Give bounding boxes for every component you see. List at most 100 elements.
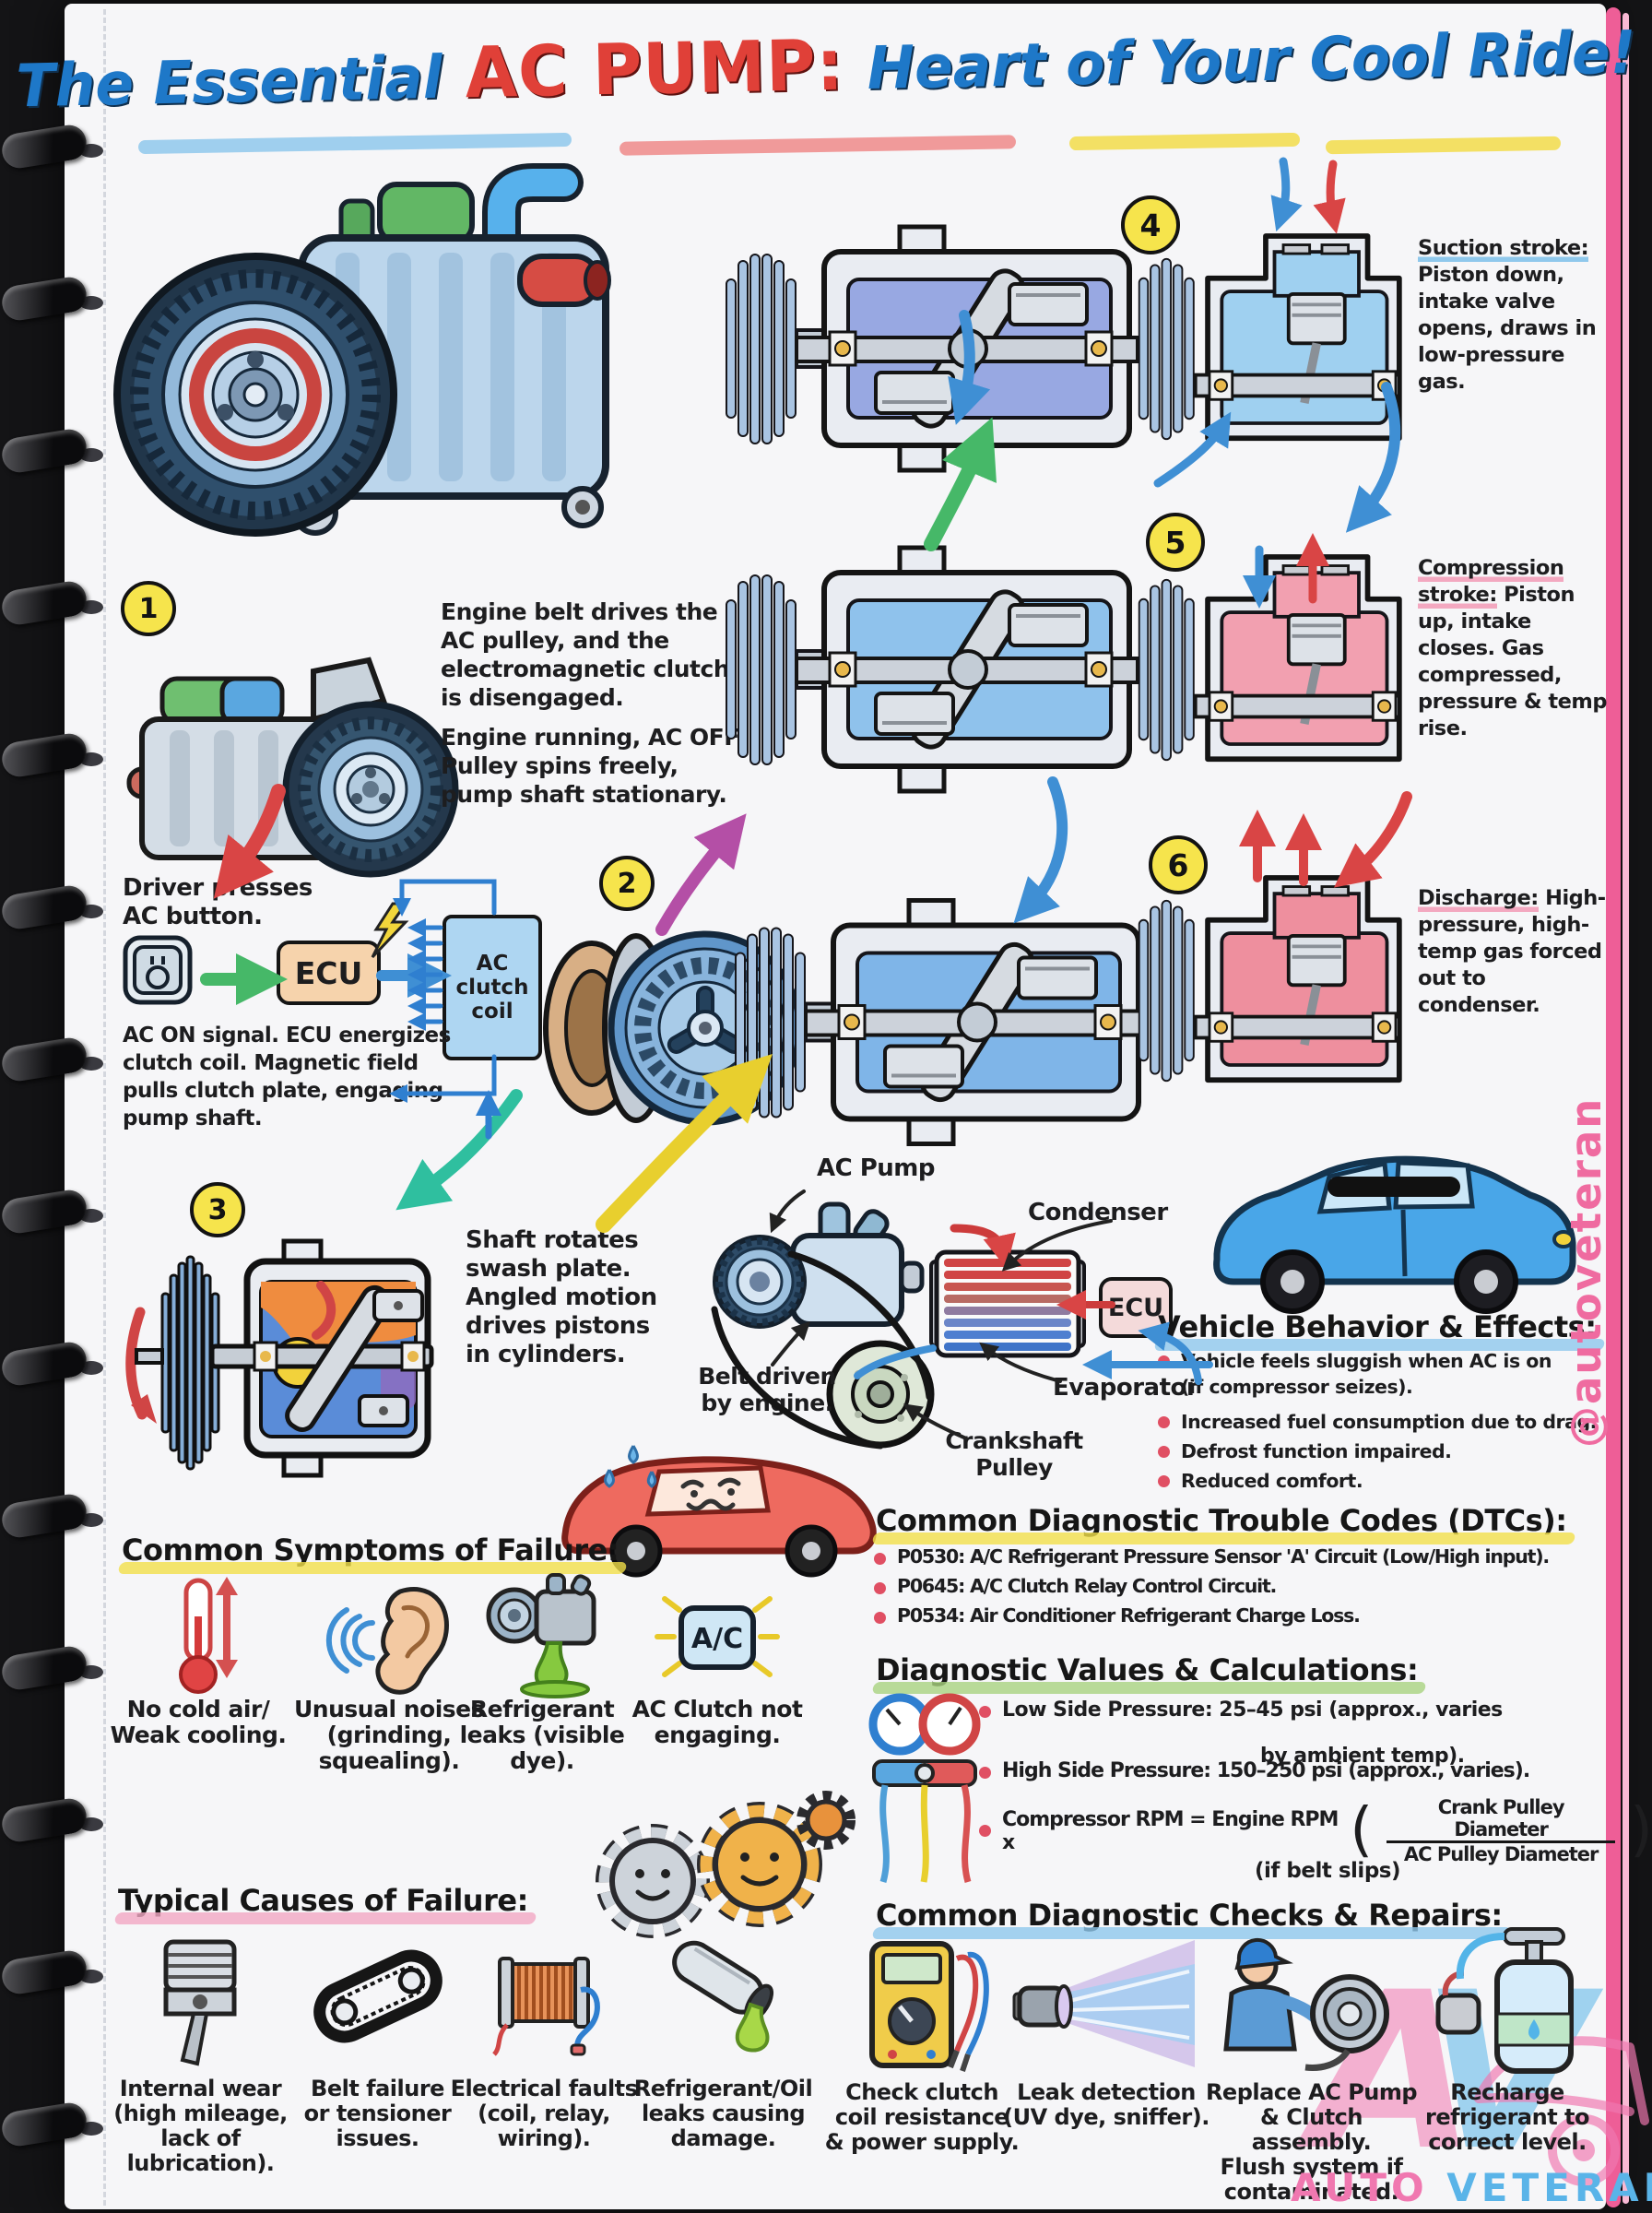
ear-noise-icon	[325, 1587, 449, 1695]
value-item-high: High Side Pressure: 150–250 psi (approx.…	[979, 1759, 1530, 1782]
title-highlight: AC PUMP:	[464, 23, 845, 114]
schematic-condenser-label: Condenser	[1028, 1199, 1168, 1226]
title-tail: Heart of Your Cool Ride!	[866, 18, 1637, 104]
step6-body: High-pressure, high-temp gas forced out …	[1418, 886, 1606, 1017]
step6-title: Discharge:	[1418, 886, 1539, 912]
psec-discharge-illustration	[1134, 856, 1415, 1125]
behavior-item: Increased fuel consumption due to drag.	[1158, 1409, 1619, 1435]
step6-number: 6	[1149, 835, 1208, 894]
symptom-label: Unusual noises (grinding, squealing).	[294, 1696, 484, 1774]
coil-icon	[492, 1957, 600, 2056]
schematic-crank-label: Crankshaft Pulley	[945, 1427, 1083, 1481]
bullet-dot	[979, 1706, 991, 1718]
step1-number: 1	[121, 581, 176, 636]
page-edge-pink-light	[1622, 13, 1629, 2204]
cause-label: Internal wear (high mileage, lack of lub…	[113, 2076, 288, 2176]
page-title: The Essential AC PUMP: Heart of Your Coo…	[16, 8, 1636, 122]
title-underline-red	[619, 135, 1017, 156]
step1-text-2: Engine running, AC OFF. Pulley spins fre…	[441, 724, 745, 808]
behavior-title: Vehicle Behavior & Effects:	[1158, 1309, 1597, 1344]
hero-compressor-illustration	[113, 163, 611, 537]
bullet-dot	[1158, 1416, 1170, 1428]
bullet-dot	[1158, 1475, 1170, 1487]
watermark: @autoveteran	[1562, 1096, 1611, 1448]
step3-cutaway-illustration	[125, 1238, 434, 1478]
lightning-icon	[371, 902, 409, 959]
bullet-dot	[979, 1825, 991, 1837]
step1-compressor-illustration	[126, 657, 459, 878]
xsec-top-illustration	[719, 210, 1143, 487]
behavior-item: Defrost function impaired.	[1158, 1438, 1619, 1464]
step3-number: 3	[190, 1182, 245, 1237]
refrigerant-leak-icon	[486, 1573, 596, 1698]
dtc-item: P0530: A/C Refrigerant Pressure Sensor '…	[874, 1545, 1611, 1568]
step6-text: Discharge: High-pressure, high-temp gas …	[1418, 885, 1607, 1019]
step5-body: Piston up, intake closes. Gas compressed…	[1418, 583, 1607, 740]
belt-icon	[313, 1949, 442, 2043]
red-sad-car-illustration	[561, 1445, 877, 1578]
symptom-label: AC Clutch not engaging.	[631, 1696, 803, 1748]
dtc-title: Common Diagnostic Trouble Codes (DTCs):	[876, 1503, 1567, 1538]
bullet-dot	[874, 1612, 886, 1624]
manifold-gauges-icon	[868, 1693, 981, 1883]
recharge-bottle-icon	[1435, 1927, 1574, 2074]
blue-car-illustration	[1213, 1155, 1576, 1314]
step3-text: Shaft rotates swash plate. Angled motion…	[466, 1226, 657, 1368]
step4-text: Suction stroke: Piston down, intake valv…	[1418, 235, 1602, 396]
step4-number: 4	[1121, 195, 1180, 254]
paren-open: (	[1350, 1795, 1373, 1864]
step4-title: Suction stroke:	[1418, 236, 1589, 262]
repair-label: Replace AC Pump & Clutch assembly. Flush…	[1205, 2079, 1418, 2205]
bullet-dot	[874, 1553, 886, 1565]
causes-title: Typical Causes of Failure:	[118, 1883, 528, 1918]
mechanic-icon	[1223, 1937, 1389, 2071]
repairs-title: Common Diagnostic Checks & Repairs:	[876, 1898, 1503, 1933]
bullet-dot	[1158, 1355, 1170, 1367]
rpm-fraction: Crank Pulley Diameter AC Pulley Diameter	[1386, 1796, 1616, 1865]
schematic-heat-exchanger-illustration	[929, 1249, 1086, 1358]
gears-icon	[596, 1791, 856, 1938]
cause-label: Belt failure or tensioner issues.	[303, 2076, 452, 2151]
repair-label: Recharge refrigerant to correct level.	[1425, 2079, 1589, 2155]
value-item-rpm: Compressor RPM = Engine RPM x ( Crank Pu…	[979, 1796, 1652, 1865]
xsec-bottom-illustration	[728, 882, 1152, 1163]
dtc-item: P0534: Air Conditioner Refrigerant Charg…	[874, 1604, 1611, 1627]
schematic-belt-label: Belt driven by engine.	[698, 1363, 836, 1416]
margin-line	[103, 9, 106, 2206]
behavior-item: Reduced comfort.	[1158, 1468, 1619, 1494]
leaking-pipe-icon	[672, 1940, 774, 2053]
paren-close: )	[1630, 1795, 1652, 1864]
ac-button-text: A/C	[691, 1623, 743, 1655]
dtc-item: P0645: A/C Clutch Relay Control Circuit.	[874, 1575, 1611, 1597]
values-title: Diagnostic Values & Calculations:	[876, 1652, 1419, 1687]
uv-flashlight-icon	[1012, 1940, 1195, 2067]
step2-number: 2	[599, 856, 655, 911]
bullet-dot	[874, 1582, 886, 1594]
schematic-pump-illustration	[713, 1201, 925, 1329]
cause-label: Refrigerant/Oil leaks causing damage.	[633, 2076, 813, 2151]
ac-button-icon[interactable]	[123, 935, 193, 1005]
title-underline-yellow2	[1325, 136, 1562, 155]
brand-text: AUTO VETERAN	[1291, 2165, 1652, 2210]
repair-label: Check clutch coil resistance & power sup…	[824, 2079, 1020, 2155]
repair-label: Leak detection (UV dye, sniffer).	[1003, 2079, 1210, 2130]
value-item-low: Low Side Pressure: 25–45 psi (approx., v…	[979, 1698, 1503, 1768]
symptom-label: Refrigerant leaks (visible dye).	[459, 1696, 625, 1774]
thermometer-icon	[179, 1577, 238, 1694]
schematic-ac-pump-label: AC Pump	[816, 1154, 936, 1182]
bullet-dot	[1158, 1446, 1170, 1458]
step5-text: Compression stroke: Piston up, intake cl…	[1418, 555, 1607, 742]
xsec-mid-illustration	[719, 531, 1143, 808]
behavior-item: Vehicle feels sluggish when AC is on (if…	[1158, 1348, 1610, 1400]
ecu-box: ECU	[277, 941, 381, 1005]
psec-suction-illustration	[1134, 214, 1415, 483]
step2-intro: Driver presses AC button.	[123, 874, 313, 930]
step1-text-1: Engine belt drives the AC pulley, and th…	[441, 598, 730, 711]
page-edge-pink	[1606, 7, 1621, 2207]
step2-text: AC ON signal. ECU energizes clutch coil.…	[123, 1024, 451, 1130]
step5-number: 5	[1146, 513, 1205, 572]
ac-clutch-button-icon: A/C	[655, 1596, 780, 1677]
piston-icon	[163, 1939, 237, 2066]
symptoms-title: Common Symptoms of Failure:	[122, 1533, 620, 1568]
symptom-label: No cold air/ Weak cooling.	[110, 1696, 287, 1748]
